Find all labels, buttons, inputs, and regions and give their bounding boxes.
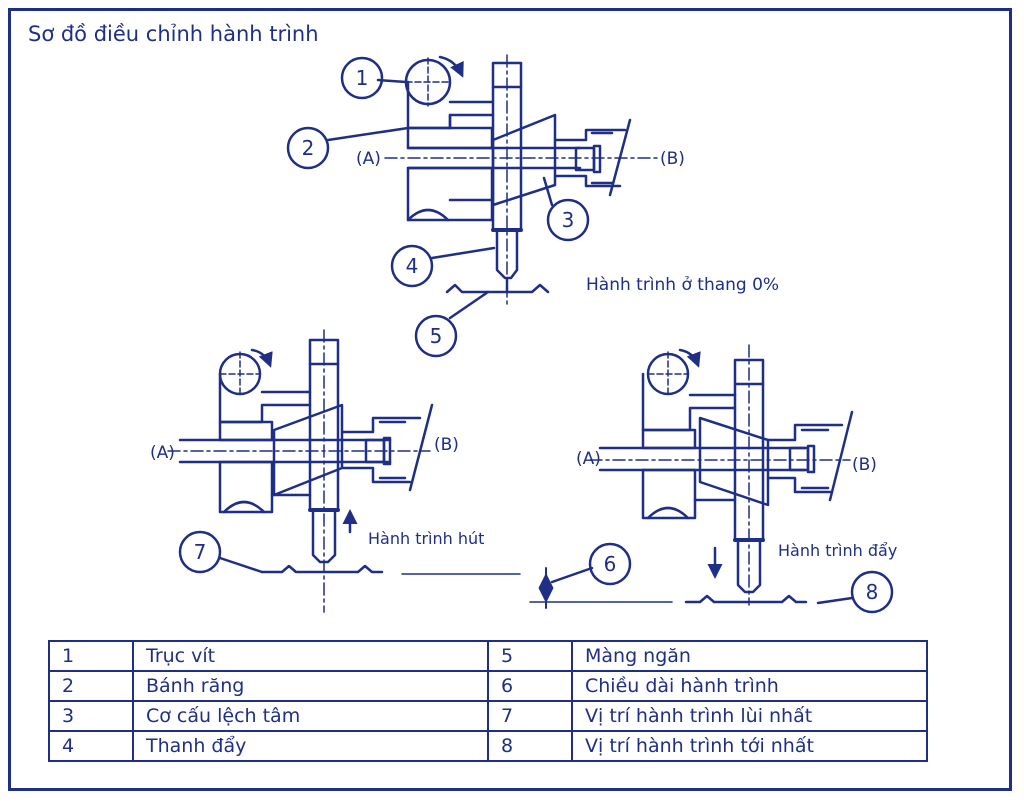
callout-1: 1 (340, 56, 384, 100)
mechanism-suction (167, 329, 521, 613)
legend-num: 6 (487, 670, 573, 702)
label-a-left: (A) (150, 443, 175, 463)
legend-text: Vị trí hành trình lùi nhất (571, 700, 928, 732)
legend-row: 4 Thanh đẩy 8 Vị trí hành trình tới nhất (48, 730, 928, 762)
legend-text: Vị trí hành trình tới nhất (571, 730, 928, 762)
rotation-arrow-3 (678, 348, 701, 368)
callout-leaders (218, 78, 554, 574)
svg-text:2: 2 (302, 136, 315, 160)
eccentric-left (272, 403, 344, 497)
label-b-right: (B) (852, 455, 877, 475)
rotation-arrow-1 (438, 55, 464, 78)
legend-num: 4 (48, 730, 134, 762)
diaphragm-left (260, 564, 384, 574)
svg-text:8: 8 (866, 580, 879, 604)
eccentric-right (698, 416, 770, 507)
suction-stroke-label: Hành trình hút (368, 529, 484, 548)
label-a-right: (A) (576, 449, 601, 469)
outer-frame (8, 8, 1012, 791)
label-b-top: (B) (660, 149, 685, 169)
discharge-stroke-label: Hành trình đẩy (778, 541, 897, 560)
legend-row: 1 Trục vít 5 Màng ngăn (48, 640, 928, 672)
page-title: Sơ đồ điều chỉnh hành trình (28, 22, 319, 46)
eccentric-top (491, 113, 557, 207)
label-a-top: (A) (356, 149, 381, 169)
callout-2: 2 (286, 126, 330, 170)
legend-text: Trục vít (132, 640, 489, 672)
legend-text: Chiều dài hành trình (571, 670, 928, 702)
legend-row: 3 Cơ cấu lệch tâm 7 Vị trí hành trình lù… (48, 700, 928, 732)
legend-text: Màng ngăn (571, 640, 928, 672)
legend-num: 2 (48, 670, 134, 702)
svg-text:5: 5 (430, 324, 443, 348)
callout-5: 5 (414, 314, 458, 358)
legend-table: 1 Trục vít 5 Màng ngăn 2 Bánh răng 6 Chi… (48, 640, 928, 762)
legend-text: Thanh đẩy (132, 730, 489, 762)
legend-num: 7 (487, 700, 573, 732)
rotation-arrow-2 (250, 348, 273, 368)
callout-7: 7 (178, 530, 222, 574)
mechanism-zero-stroke (384, 54, 661, 306)
callout-8: 8 (850, 570, 894, 614)
svg-text:3: 3 (562, 208, 575, 232)
legend-num: 1 (48, 640, 134, 672)
diaphragm-top (445, 283, 550, 294)
legend-num: 8 (487, 730, 573, 762)
mechanism-discharge (529, 344, 854, 606)
svg-text:4: 4 (406, 254, 419, 278)
zero-stroke-label: Hành trình ở thang 0% (586, 275, 779, 295)
callout-3: 3 (546, 198, 590, 242)
legend-row: 2 Bánh răng 6 Chiều dài hành trình (48, 670, 928, 702)
callout-4: 4 (390, 244, 434, 288)
legend-num: 5 (487, 640, 573, 672)
stroke-length-dimension (538, 566, 594, 609)
diaphragm-right (684, 594, 808, 604)
svg-text:6: 6 (604, 552, 617, 576)
callout-6: 6 (588, 542, 632, 586)
svg-text:7: 7 (194, 540, 207, 564)
legend-num: 3 (48, 700, 134, 732)
legend-text: Bánh răng (132, 670, 489, 702)
legend-text: Cơ cấu lệch tâm (132, 700, 489, 732)
svg-text:1: 1 (356, 66, 369, 90)
label-b-left: (B) (434, 435, 459, 455)
housing-block-top (406, 126, 494, 150)
